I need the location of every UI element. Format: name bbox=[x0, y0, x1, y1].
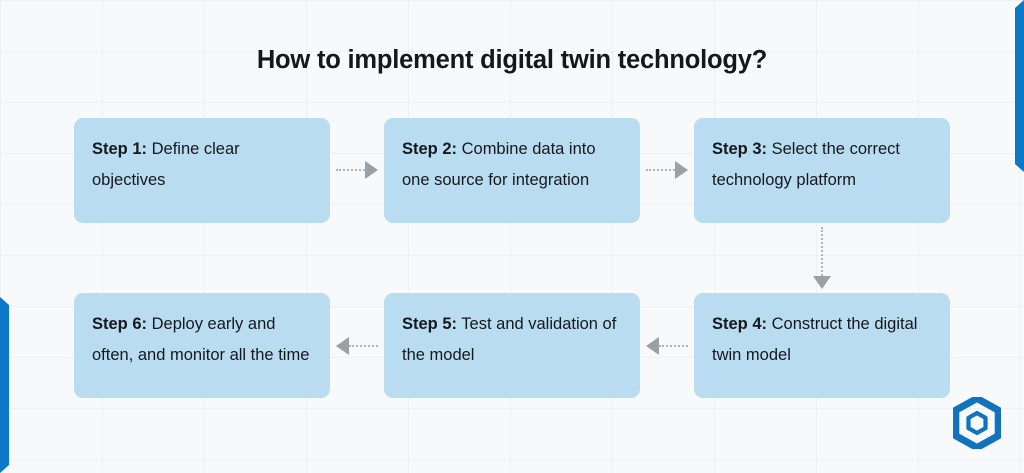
right-accent-bar bbox=[1015, 0, 1024, 172]
arrow-left-icon-step4-step5 bbox=[646, 337, 688, 355]
step-label-3: Step 3: bbox=[712, 140, 768, 158]
connector-dotted-line bbox=[646, 169, 675, 171]
step-box-2: Step 2: Combine data into one source for… bbox=[384, 118, 640, 223]
arrow-head-left-icon bbox=[336, 337, 349, 355]
step-label-4: Step 4: bbox=[712, 315, 768, 333]
step-label-2: Step 2: bbox=[402, 140, 458, 158]
step-text-5: Test and validation of the model bbox=[402, 315, 617, 364]
step-box-1: Step 1: Define clear objectives bbox=[74, 118, 330, 223]
step-box-5: Step 5: Test and validation of the model bbox=[384, 293, 640, 398]
step-box-3: Step 3: Select the correct technology pl… bbox=[694, 118, 950, 223]
arrow-left-icon-step5-step6 bbox=[336, 337, 378, 355]
step-label-1: Step 1: bbox=[92, 140, 148, 158]
page-title: How to implement digital twin technology… bbox=[256, 46, 768, 74]
arrow-head-right-icon bbox=[365, 161, 378, 179]
arrow-down-icon-step3-step4 bbox=[813, 227, 831, 289]
connector-dotted-line bbox=[336, 169, 365, 171]
step-text-3: Select the correct technology platform bbox=[712, 140, 900, 189]
arrow-right-icon-step2-step3 bbox=[646, 161, 688, 179]
step-label-6: Step 6: bbox=[92, 315, 148, 333]
step-text-1: Define clear objectives bbox=[92, 140, 240, 189]
connector-dotted-line bbox=[659, 345, 688, 347]
arrow-head-right-icon bbox=[675, 161, 688, 179]
connector-dotted-line bbox=[821, 227, 823, 276]
step-box-4: Step 4: Construct the digital twin model bbox=[694, 293, 950, 398]
step-text-2: Combine data into one source for integra… bbox=[402, 140, 596, 189]
step-text-6: Deploy early and often, and monitor all … bbox=[92, 315, 310, 364]
step-text-4: Construct the digital twin model bbox=[712, 315, 918, 364]
hexagon-logo-icon bbox=[952, 394, 1002, 452]
left-accent-bar bbox=[0, 297, 9, 473]
connector-dotted-line bbox=[349, 345, 378, 347]
step-label-5: Step 5: bbox=[402, 315, 458, 333]
arrow-head-down-icon bbox=[813, 276, 831, 289]
arrow-right-icon-step1-step2 bbox=[336, 161, 378, 179]
arrow-head-left-icon bbox=[646, 337, 659, 355]
step-box-6: Step 6: Deploy early and often, and moni… bbox=[74, 293, 330, 398]
